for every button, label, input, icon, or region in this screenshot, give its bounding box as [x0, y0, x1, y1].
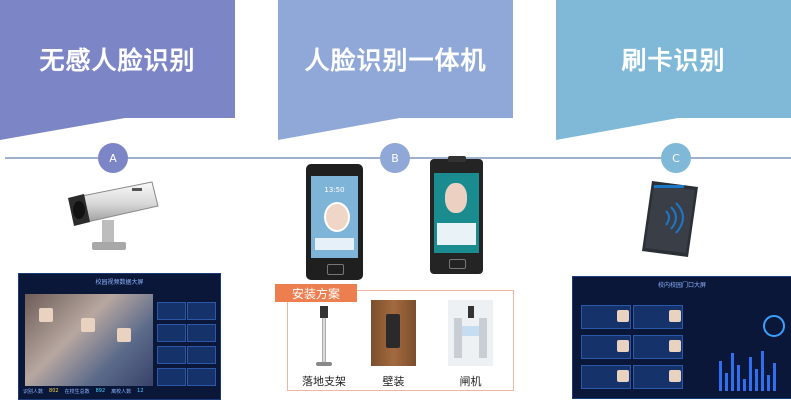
dashboard-screen-a: 校园视频数据大屏 识别人数 802 在校生总数 892 离校人数 12 — [18, 273, 221, 400]
turnstile-icon — [448, 300, 493, 366]
screen-c-face-3 — [617, 340, 629, 352]
banner-a-tail — [0, 118, 125, 140]
node-c-label: C — [672, 151, 680, 165]
screen-a-footer-left-label: 识别人数 — [23, 388, 44, 395]
install-option-turnstile: 闸机 — [459, 375, 482, 388]
face-terminal-1: 13:50 — [306, 164, 363, 280]
card-reader-icon — [642, 181, 698, 257]
banner-b-title: 人脸识别一体机 — [304, 46, 487, 75]
banner-b: 人脸识别一体机 — [278, 0, 513, 118]
screen-a-tile-4 — [187, 324, 216, 342]
screen-a-tile-1 — [157, 302, 186, 320]
face-terminal-1-time: 13:50 — [324, 186, 345, 194]
node-a: A — [98, 143, 128, 173]
screen-a-footer: 识别人数 802 在校生总数 892 离校人数 12 — [23, 386, 216, 396]
screen-a-tile-7 — [157, 368, 186, 386]
bullet-camera-icon — [68, 181, 159, 250]
face-terminal-2-portrait — [445, 183, 467, 213]
screen-a-footer-right-value: 12 — [137, 388, 144, 394]
banner-c-tail — [556, 118, 678, 140]
face-terminal-2-screen — [434, 173, 479, 253]
install-options-box — [287, 290, 514, 391]
face-terminal-1-screen: 13:50 — [311, 176, 358, 258]
face-terminal-1-info — [315, 238, 354, 250]
banner-c-title: 刷卡识别 — [621, 46, 726, 75]
nfc-icon-2 — [449, 259, 466, 269]
screen-a-footer-mid-label: 在校生总数 — [64, 388, 90, 395]
face-terminal-1-portrait — [324, 202, 350, 232]
screen-c-gauge — [763, 315, 785, 337]
nfc-icon-1 — [327, 264, 344, 275]
screen-a-footer-right-label: 离校人数 — [111, 388, 132, 395]
screen-c-face-1 — [617, 310, 629, 322]
face-terminal-2 — [430, 156, 483, 274]
dashboard-screen-c: 校内校园门口大屏 — [572, 276, 791, 399]
screen-a-tile-3 — [157, 324, 186, 342]
banner-a: 无感人脸识别 — [0, 0, 235, 118]
screen-c-face-2 — [669, 310, 681, 322]
screen-a-tile-8 — [187, 368, 216, 386]
screen-a-face-3 — [117, 328, 131, 342]
banner-a-title: 无感人脸识别 — [39, 46, 196, 75]
screen-a-tile-5 — [157, 346, 186, 364]
screen-c-face-6 — [669, 370, 681, 382]
install-option-floor-stand: 落地支架 — [302, 375, 346, 388]
node-a-label: A — [109, 151, 117, 165]
install-option-wall-mount: 壁装 — [382, 375, 405, 388]
screen-c-face-4 — [669, 340, 681, 352]
screen-c-face-5 — [617, 370, 629, 382]
banner-b-tail — [278, 118, 400, 140]
node-b-label: B — [391, 151, 399, 165]
screen-a-face-1 — [39, 308, 53, 322]
screen-a-footer-left-value: 802 — [49, 388, 59, 394]
install-tag: 安装方案 — [275, 284, 357, 302]
screen-a-tile-6 — [187, 346, 216, 364]
screen-a-footer-mid-value: 892 — [95, 388, 106, 394]
face-terminal-2-camera — [448, 156, 466, 162]
banner-c: 刷卡识别 — [556, 0, 791, 118]
screen-c-bars — [719, 347, 785, 391]
screen-a-tile-2 — [187, 302, 216, 320]
screen-a-face-2 — [81, 318, 95, 332]
screen-a-title: 校园视频数据大屏 — [95, 279, 144, 286]
node-b: B — [380, 143, 410, 173]
install-tag-label: 安装方案 — [291, 286, 340, 301]
floor-stand-icon — [316, 306, 332, 366]
node-c: C — [661, 143, 691, 173]
screen-c-title: 校内校园门口大屏 — [657, 282, 706, 289]
wall-mount-icon — [371, 300, 416, 366]
face-terminal-2-info — [437, 223, 476, 245]
